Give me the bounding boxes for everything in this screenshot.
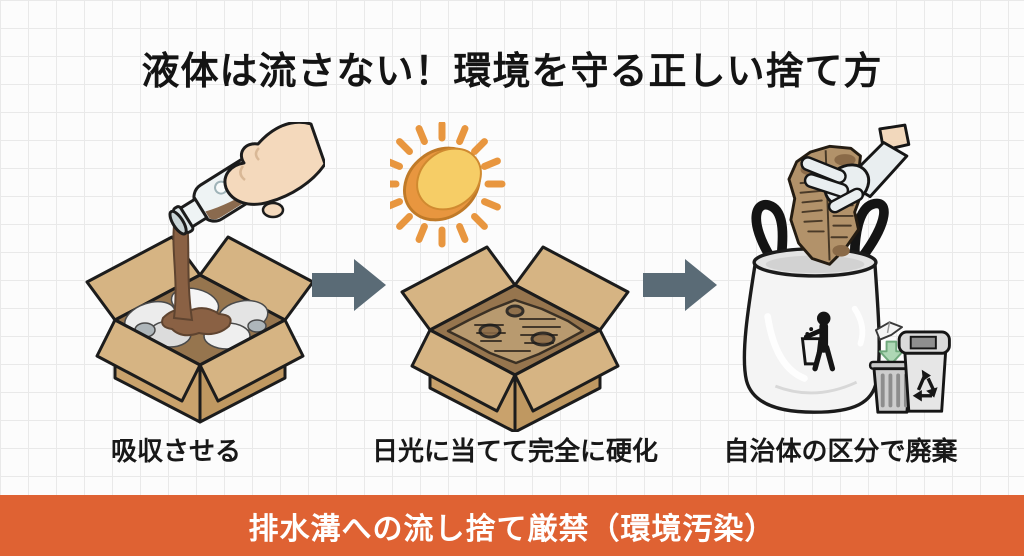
step-3-illustration: [742, 123, 951, 414]
recycle-bin-icon: [897, 330, 951, 413]
warning-text: 排水溝への流し捨て厳禁（環境汚染）: [248, 512, 776, 546]
paper-scrap-icon: [874, 321, 903, 341]
step-2-caption: 日光に当てて完全に硬化: [371, 436, 658, 466]
liquid-stream: [172, 216, 194, 322]
bag-handle: [849, 198, 889, 265]
pouring-hand-icon: [223, 122, 325, 219]
step-arrow-icon: [312, 259, 386, 311]
dried-newspaper: [446, 298, 585, 365]
warning-banner: 排水溝への流し捨て厳禁（環境汚染）: [0, 495, 1024, 556]
page-title: 液体は流さない！環境を守る正しい捨て方: [141, 51, 883, 93]
trash-can-icon: [868, 360, 916, 414]
step-1-caption: 吸収させる: [110, 436, 241, 466]
green-arrow-icon: [878, 340, 904, 365]
step-1-illustration: [85, 122, 325, 424]
recycle-symbol: [912, 369, 938, 402]
drying-box-icon: [400, 245, 630, 432]
bag-handle: [751, 200, 788, 266]
absorbent-box-icon: [85, 235, 315, 424]
step-arrow-icon: [643, 259, 717, 311]
step-3-caption: 自治体の区分で廃棄: [723, 436, 958, 466]
tidy-man-icon: [800, 311, 836, 372]
step-2-illustration: [390, 122, 630, 432]
sun-icon: [390, 122, 506, 248]
gloved-hand-icon: [800, 123, 911, 214]
